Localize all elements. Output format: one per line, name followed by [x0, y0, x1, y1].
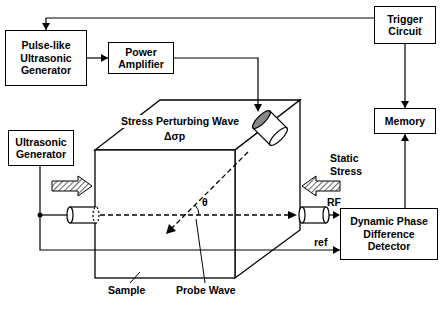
arrow-head: [333, 211, 340, 219]
signal-name: ref: [314, 236, 327, 249]
detector-box: Dynamic Phase Difference Detector: [340, 208, 438, 260]
box-text: Ultrasonic Generator: [13, 136, 69, 161]
arrow-head: [166, 224, 176, 234]
signal-connector: [401, 44, 409, 108]
stress-wave-line: [170, 152, 248, 230]
angle-symbol: θ: [202, 196, 208, 209]
box-text: Trigger Circuit: [379, 13, 431, 38]
box-text: Memory: [385, 115, 425, 128]
signal-connector: [42, 18, 374, 30]
sample-cube: [95, 100, 300, 278]
box-text: Dynamic Phase Difference Detector: [345, 215, 433, 253]
box-text: Power Amplifier: [113, 46, 169, 71]
angle-arc: [195, 205, 199, 215]
box-text: Pulse-like Ultrasonic Generator: [10, 39, 82, 77]
drive-wire: [174, 58, 258, 108]
leader-line: [130, 272, 140, 283]
stress-transducer: [250, 108, 290, 148]
arrow-head: [288, 211, 297, 219]
static-stress-arrow: [52, 176, 92, 196]
probe-wave-line: [100, 214, 290, 215]
static-stress-arrow: [302, 176, 340, 196]
wave-label: Stress Perturbing Wave: [120, 115, 240, 128]
stress-label: Static Stress: [330, 152, 374, 177]
trigger-box: Trigger Circuit: [374, 6, 436, 44]
receiver-transducer: [299, 207, 329, 223]
probe-transducer: [67, 207, 99, 223]
generator-box: Pulse-like Ultrasonic Generator: [5, 30, 87, 86]
probe-wire: [40, 214, 67, 215]
generator-box: Ultrasonic Generator: [8, 130, 74, 166]
signal-connector: [87, 54, 108, 62]
part-name: Sample: [108, 284, 145, 297]
leader-line: [196, 219, 205, 283]
arrow-head: [254, 104, 262, 112]
signal-connector: [401, 134, 409, 208]
wave-label: Probe Wave: [176, 284, 236, 297]
memory-box: Memory: [374, 108, 436, 134]
stress-symbol: Δσp: [163, 130, 186, 143]
signal-connector: [40, 166, 340, 254]
signal-name: RF: [327, 196, 341, 209]
amplifier-box: Power Amplifier: [108, 42, 174, 74]
